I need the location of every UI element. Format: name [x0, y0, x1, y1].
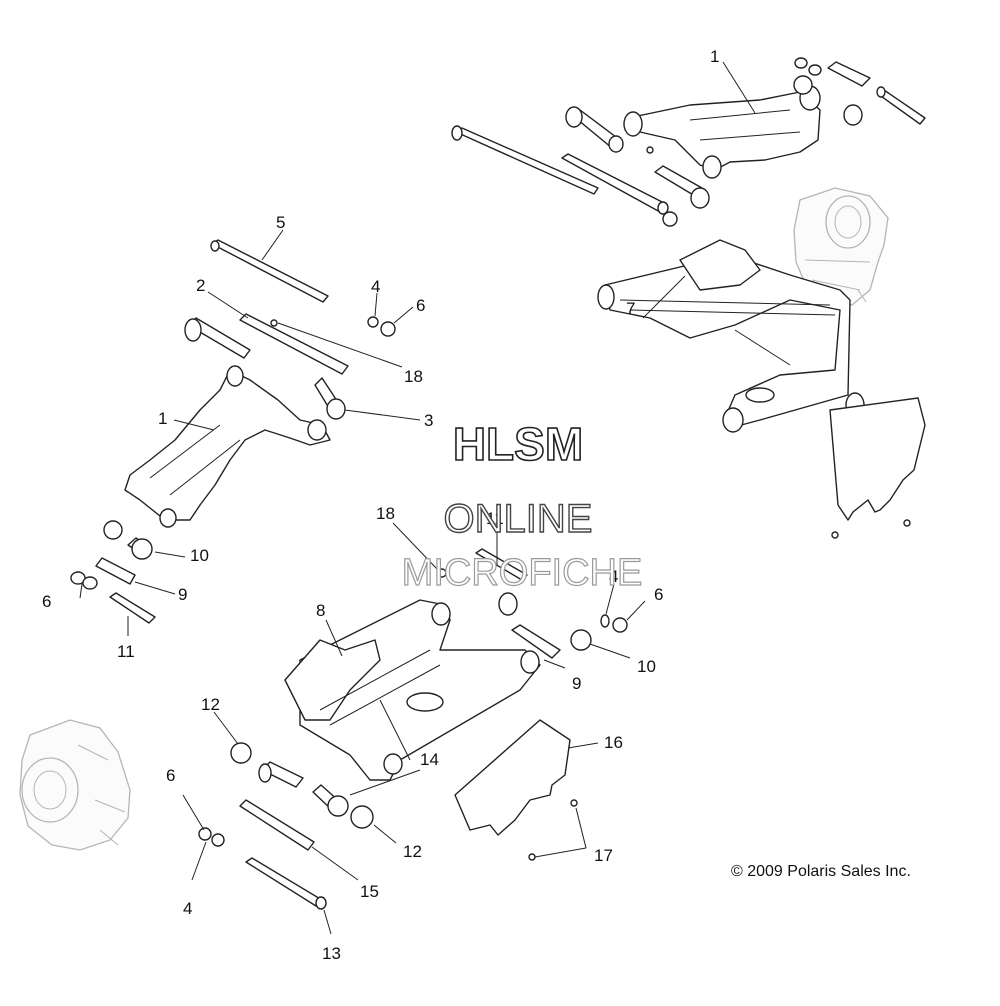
watermark: HLSM ONLINE MICROFICHE — [401, 417, 643, 594]
callout-15: 15 — [360, 882, 379, 901]
bolt-left-lower — [109, 592, 156, 624]
callout-7: 7 — [626, 299, 635, 318]
callout-4: 4 — [183, 899, 192, 918]
copyright-notice: © 2009 Polaris Sales Inc. — [731, 863, 911, 880]
upper-a-arm-top — [623, 85, 821, 179]
callout-16: 16 — [604, 733, 623, 752]
leader-lines — [79, 61, 756, 935]
washer-nut-mid-left — [367, 316, 396, 337]
sleeve-left-lower — [95, 557, 136, 585]
ghost-hub-right — [793, 187, 889, 306]
lower-a-arm-center — [284, 548, 541, 781]
callout-3: 3 — [424, 411, 433, 430]
callout-6: 6 — [416, 296, 425, 315]
callout-1: 1 — [710, 47, 719, 66]
callout-6: 6 — [42, 592, 51, 611]
callouts: 1 1 2 3 4 4 4 5 6 6 6 6 7 8 9 9 10 10 11… — [42, 47, 719, 963]
watermark-line-1: HLSM — [453, 418, 583, 470]
hardware-center-right — [498, 592, 628, 659]
bushing-left-1 — [184, 317, 251, 359]
bushing-top-2 — [654, 165, 710, 209]
callout-11: 11 — [117, 642, 135, 661]
callout-6: 6 — [166, 766, 175, 785]
watermark-line-3: MICROFICHE — [402, 552, 643, 594]
callout-12: 12 — [201, 695, 220, 714]
callout-4: 4 — [371, 277, 380, 296]
skid-plate-center — [454, 719, 578, 861]
sleeve-bottom — [239, 799, 315, 851]
watermark-line-2: ONLINE — [444, 497, 593, 541]
callout-9: 9 — [178, 585, 187, 604]
callout-18: 18 — [404, 367, 423, 386]
bolt-bottom — [245, 857, 327, 910]
callout-14: 14 — [420, 750, 439, 769]
callout-2: 2 — [196, 276, 205, 295]
sleeve-left — [239, 313, 349, 375]
sleeve-top — [561, 153, 669, 215]
lower-a-arm-right — [597, 239, 865, 433]
hardware-top — [646, 57, 926, 227]
upper-a-arm-left — [124, 319, 331, 528]
bushing-left-lower — [103, 520, 153, 560]
callout-1: 1 — [158, 409, 167, 428]
callout-18: 18 — [376, 504, 395, 523]
callout-10: 10 — [637, 657, 656, 676]
callout-9: 9 — [572, 674, 581, 693]
callout-17: 17 — [594, 846, 613, 865]
washer-nut-left — [70, 571, 98, 590]
callout-13: 13 — [322, 944, 341, 963]
long-bolt-top — [451, 125, 599, 195]
callout-6: 6 — [654, 585, 663, 604]
callout-11: 11 — [486, 509, 504, 528]
skid-plate-right — [829, 397, 926, 539]
bushing-top-1 — [565, 106, 624, 153]
callout-8: 8 — [316, 601, 325, 620]
callout-12: 12 — [403, 842, 422, 861]
washer-nut-bottom — [198, 827, 225, 847]
bushing-left-2 — [314, 377, 346, 420]
ghost-hub-left — [19, 719, 131, 851]
callout-4: 4 — [609, 567, 618, 586]
bushing-bottom — [230, 742, 374, 829]
callout-10: 10 — [190, 546, 209, 565]
callout-5: 5 — [276, 213, 285, 232]
long-bolt-left — [210, 239, 329, 303]
